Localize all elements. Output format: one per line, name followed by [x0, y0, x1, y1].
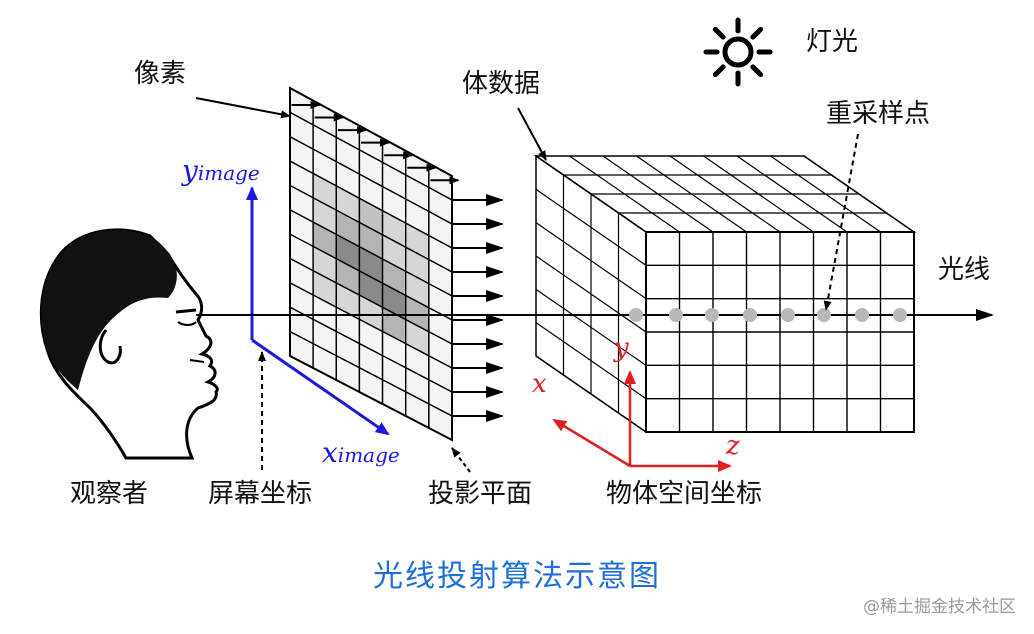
cube-grid-line — [736, 155, 848, 233]
watermark: @稀土掘金技术社区 — [863, 597, 1016, 617]
object-axes: x y z — [532, 333, 740, 472]
object-z-label: z — [725, 431, 740, 461]
plane-pointer — [451, 447, 471, 473]
cube-grid-line — [535, 355, 647, 433]
resample-point — [705, 308, 719, 322]
object-coords-label: 物体空间坐标 — [606, 479, 762, 509]
resample-point — [893, 308, 907, 322]
volume-pointer — [517, 107, 547, 161]
cube-grid-line — [535, 255, 647, 333]
x-image-axis — [251, 338, 390, 436]
object-x-axis — [552, 418, 631, 468]
pixel-label: 像素 — [134, 59, 186, 89]
cube-grid-line — [535, 188, 647, 266]
resample-point — [629, 308, 643, 322]
screen-coords-label: 屏幕坐标 — [208, 479, 312, 509]
resample-point — [855, 308, 869, 322]
resample-point — [669, 308, 683, 322]
resample-pointer — [823, 133, 859, 311]
observer-label: 观察者 — [70, 479, 148, 509]
resample-point — [781, 308, 795, 322]
cube-grid-line — [770, 155, 881, 233]
resample-points — [629, 308, 907, 322]
cube-grid-line — [535, 322, 647, 400]
pixel-pointer — [195, 97, 291, 119]
ray-label: 光线 — [938, 255, 990, 285]
cube-grid-line — [669, 155, 781, 233]
projection-plane — [289, 86, 504, 442]
screen-axes: yimage ximage — [180, 154, 400, 469]
object-x-label: x — [532, 369, 547, 399]
y-image-label: yimage — [180, 154, 260, 187]
diagram-caption: 光线投射算法示意图 — [373, 559, 661, 594]
cube-grid-line — [803, 155, 915, 233]
light-label: 灯光 — [806, 27, 858, 57]
resample-point — [817, 308, 831, 322]
x-image-label: ximage — [322, 436, 400, 469]
resample-point — [743, 308, 757, 322]
volume-data-label: 体数据 — [462, 69, 540, 99]
volume-data-cube — [533, 154, 917, 434]
sun-icon — [703, 17, 773, 87]
cube-grid-line — [535, 155, 647, 233]
cube-grid-line — [636, 155, 747, 233]
sun-ray — [750, 26, 764, 40]
cube-grid-line — [535, 222, 647, 300]
cube-grid-line — [703, 155, 814, 233]
sun-ray — [750, 64, 764, 78]
object-y-label: y — [613, 333, 629, 363]
sun-ray — [712, 64, 726, 78]
cube-grid-line — [569, 155, 680, 233]
cube-grid-line — [602, 155, 714, 233]
sun-ray — [712, 26, 726, 40]
cube-grid-line — [535, 288, 647, 366]
observer-head-icon — [39, 228, 219, 460]
plane-border — [289, 86, 453, 442]
projection-plane-label: 投影平面 — [428, 479, 532, 509]
resample-points-label: 重采样点 — [826, 99, 930, 129]
